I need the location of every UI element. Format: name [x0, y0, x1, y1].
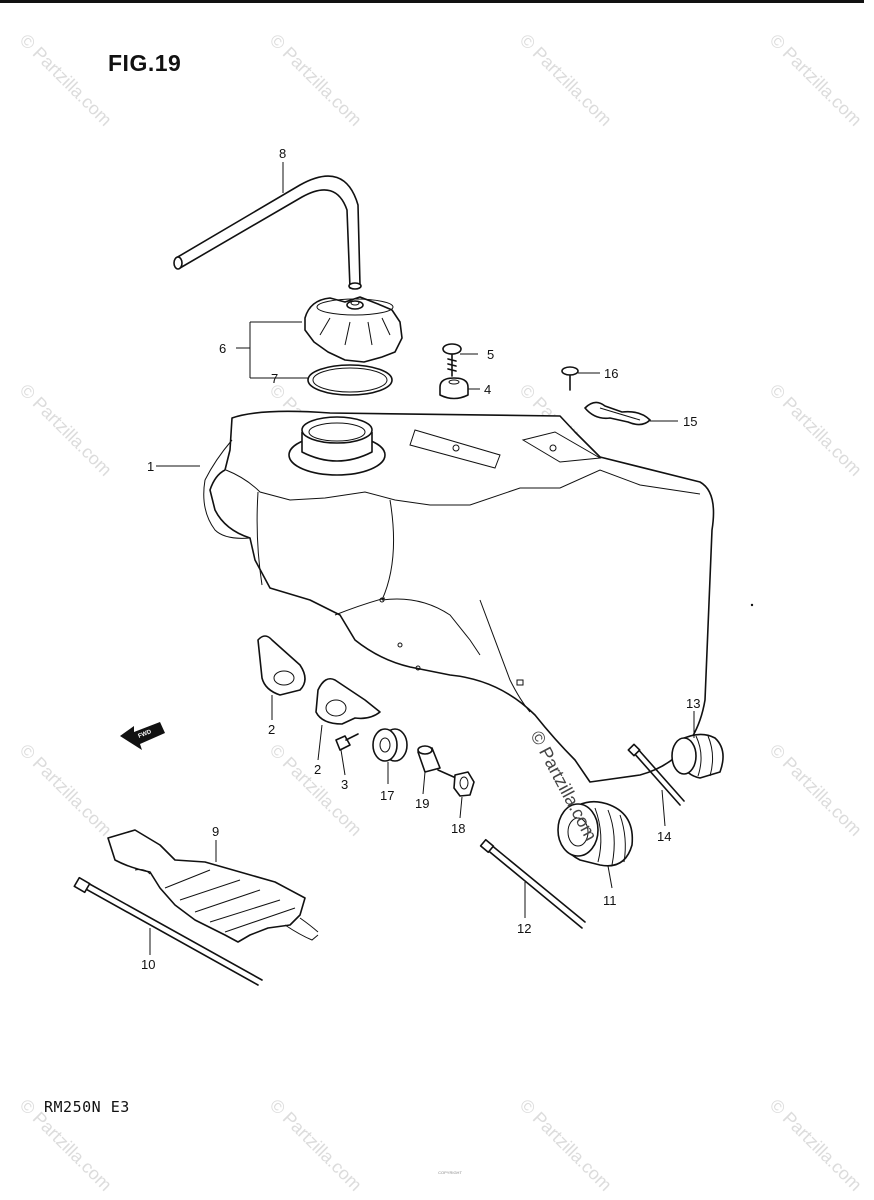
callout-13: 13: [686, 696, 700, 711]
grommet-17: [372, 728, 408, 762]
bracket-2b: [315, 677, 381, 725]
callout-4: 4: [484, 382, 491, 397]
screw-16: [561, 366, 579, 391]
footer-fine-print: COPYRIGHT: [438, 1170, 462, 1175]
callout-9: 9: [212, 824, 219, 839]
collar-19: [417, 745, 441, 773]
bracket-2a: [257, 635, 306, 696]
screw-5: [442, 343, 462, 377]
tank-guard: [107, 829, 319, 943]
callout-19: 19: [415, 796, 429, 811]
breather-hose: [173, 175, 362, 290]
callout-2a: 2: [268, 722, 275, 737]
callout-12: 12: [517, 921, 531, 936]
grommet-13: [671, 733, 724, 779]
fuel-cap: [304, 296, 403, 363]
callout-8: 8: [279, 146, 286, 161]
leader-lines: [149, 162, 695, 955]
callout-11: 11: [603, 893, 617, 908]
callout-labels: 1 2 2 3 4 5 6 7 8 9 10 11 12 13 14 15 16…: [141, 146, 700, 972]
boot-11: [557, 800, 634, 867]
callout-6: 6: [219, 341, 226, 356]
top-border-rule: [0, 0, 864, 3]
strap-10: [73, 876, 263, 986]
bolt-18: [437, 769, 475, 797]
bolt-3: [335, 733, 359, 751]
fwd-arrow-icon: FWD: [120, 722, 165, 750]
callout-16: 16: [604, 366, 618, 381]
callout-17: 17: [380, 788, 394, 803]
callout-15: 15: [683, 414, 697, 429]
callout-1: 1: [147, 459, 154, 474]
callout-14: 14: [657, 829, 671, 844]
callout-18: 18: [451, 821, 465, 836]
strap-14: [627, 743, 685, 806]
callout-10: 10: [141, 957, 155, 972]
hose-clip: [584, 401, 651, 426]
callout-2b: 2: [314, 762, 321, 777]
model-code: RM250N E3: [44, 1098, 130, 1116]
callout-5: 5: [487, 347, 494, 362]
filler-neck: [288, 416, 386, 476]
callout-7: 7: [271, 371, 278, 386]
cushion-4: [439, 377, 469, 400]
figure-title: FIG.19: [108, 50, 182, 76]
callout-3: 3: [341, 777, 348, 792]
strap-12: [479, 838, 586, 929]
cap-gasket: [307, 364, 393, 396]
fwd-label: FWD: [138, 729, 154, 740]
fuel-tank: [203, 410, 715, 783]
